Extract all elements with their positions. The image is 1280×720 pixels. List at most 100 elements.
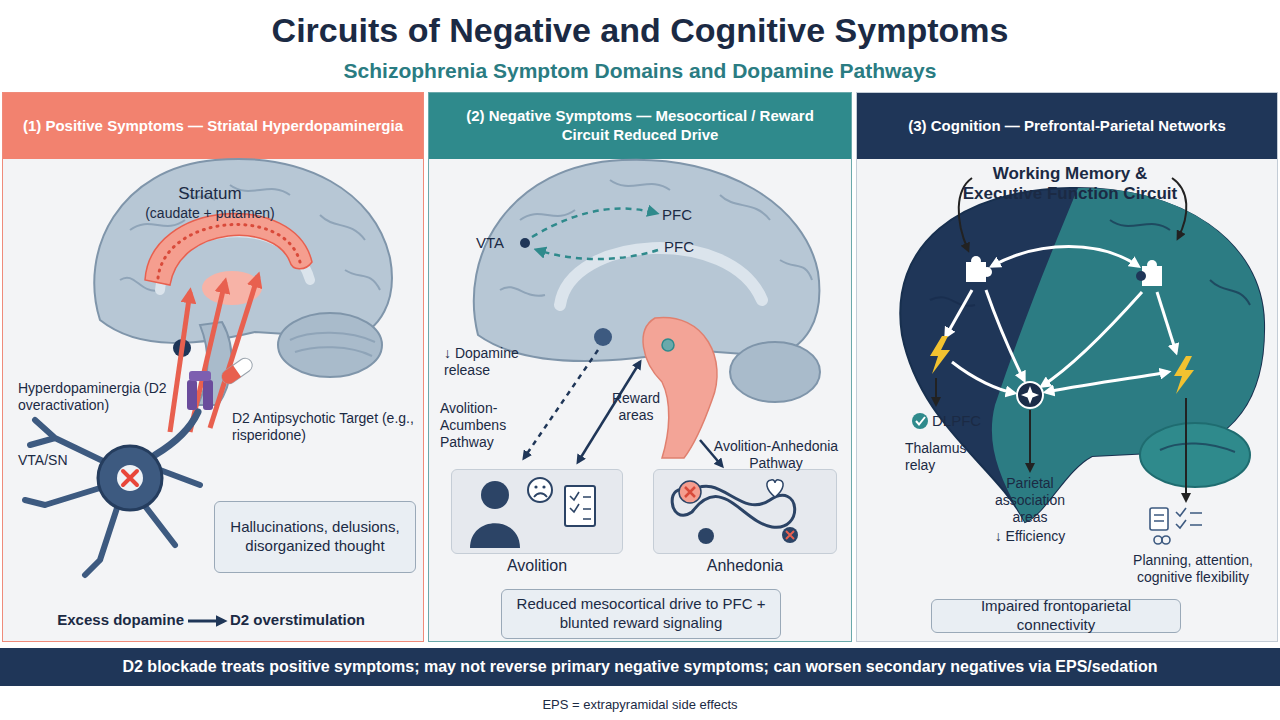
puzzle-piece bbox=[1142, 266, 1162, 286]
checklist-icon bbox=[1154, 536, 1162, 544]
neuron-symbol bbox=[25, 412, 200, 575]
network-arrow bbox=[946, 247, 1176, 394]
brain-sagittal bbox=[730, 342, 820, 402]
brain-sagittal bbox=[120, 185, 380, 291]
brain-network bbox=[1140, 423, 1250, 487]
check-icon bbox=[912, 413, 928, 429]
anhedonia-icon bbox=[782, 527, 798, 543]
checklist-icon bbox=[1150, 508, 1168, 530]
summary-box: Impaired frontoparietal connectivity bbox=[931, 599, 1181, 633]
neuron-symbol bbox=[25, 420, 200, 575]
leader-arrow bbox=[936, 178, 1186, 500]
neuron-symbol bbox=[155, 412, 198, 455]
pathway-arrow bbox=[524, 350, 722, 466]
brain-sagittal bbox=[173, 339, 191, 357]
puzzle-piece bbox=[1147, 260, 1157, 270]
illustration-box: Avolition bbox=[451, 469, 623, 554]
lightning-symbol bbox=[1174, 356, 1194, 394]
network-arrow bbox=[1042, 292, 1142, 386]
hub-node bbox=[1017, 382, 1043, 408]
footer-band: D2 blockade treats positive symptoms; ma… bbox=[0, 648, 1280, 686]
brain-network bbox=[992, 188, 1264, 522]
avolition-icon bbox=[534, 485, 537, 488]
brain-network bbox=[900, 188, 1264, 522]
leader-arrow bbox=[1172, 178, 1186, 238]
brain-sagittal bbox=[94, 159, 392, 343]
brain-sagittal bbox=[662, 339, 674, 351]
network-arrow bbox=[1157, 292, 1176, 352]
check-icon bbox=[916, 417, 925, 425]
brain-sagittal bbox=[145, 214, 312, 285]
lightning-symbol bbox=[930, 336, 1194, 394]
brain-sagittal bbox=[278, 313, 382, 377]
anhedonia-icon bbox=[685, 487, 695, 497]
d2-receptor bbox=[187, 371, 213, 410]
hub-node bbox=[1021, 386, 1039, 404]
brain-sagittal bbox=[202, 271, 262, 305]
anhedonia-icon bbox=[767, 480, 783, 497]
brain-sagittal bbox=[594, 328, 612, 346]
symptom-panel: (2) Negative Symptoms — Mesocortical / R… bbox=[428, 92, 852, 642]
checklist-icon bbox=[1154, 508, 1202, 528]
symptom-panel: (3) Cognition — Prefrontal-Parietal Netw… bbox=[856, 92, 1278, 642]
network-arrow bbox=[952, 362, 1014, 393]
network-arrow bbox=[986, 290, 1024, 380]
brain-sagittal bbox=[290, 333, 375, 356]
box-caption: Avolition bbox=[452, 557, 622, 575]
summary-box: Reduced mesocortical drive to PFC + blun… bbox=[501, 589, 781, 639]
avolition-icon bbox=[534, 493, 547, 497]
avolition-icon bbox=[470, 523, 520, 548]
illustration-box: Anhedonia bbox=[653, 469, 837, 554]
checklist-icon bbox=[1162, 536, 1170, 544]
panel-heading: (1) Positive Symptoms — Striatal Hyperdo… bbox=[3, 93, 423, 159]
brain-sagittal bbox=[158, 224, 300, 278]
d2-receptor bbox=[203, 380, 213, 410]
puzzle-piece bbox=[966, 256, 1162, 286]
antipsychotic-pill bbox=[219, 356, 255, 387]
mesocortical-arrow bbox=[537, 250, 658, 259]
antipsychotic-pill bbox=[219, 356, 255, 387]
network-arrow bbox=[1046, 372, 1168, 392]
brain-sagittal bbox=[560, 248, 762, 305]
box-text: Hallucinations, delusions, disorganized … bbox=[225, 518, 405, 556]
puzzle-piece bbox=[1136, 271, 1146, 281]
box-caption: Anhedonia bbox=[654, 557, 836, 575]
puzzle-piece bbox=[971, 256, 981, 266]
brain-sagittal bbox=[94, 159, 392, 405]
dopamine-arrow bbox=[190, 282, 225, 432]
diagram-title: Circuits of Negative and Cognitive Sympt… bbox=[0, 10, 1280, 51]
check-icon bbox=[912, 413, 928, 429]
brain-sagittal bbox=[500, 180, 812, 296]
dopamine-arrow bbox=[170, 292, 190, 432]
panel-heading: (3) Cognition — Prefrontal-Parietal Netw… bbox=[857, 93, 1277, 159]
symptom-panel: (1) Positive Symptoms — Striatal Hyperdo… bbox=[2, 92, 424, 642]
avolition-icon bbox=[565, 486, 595, 526]
puzzle-piece bbox=[982, 267, 992, 277]
network-arrow bbox=[992, 247, 1138, 267]
hub-node bbox=[1017, 382, 1043, 408]
brain-sagittal bbox=[474, 160, 820, 458]
checklist-icon bbox=[1150, 508, 1202, 544]
avolition-icon bbox=[570, 492, 591, 519]
avolition-icon bbox=[470, 478, 595, 548]
leader-arrow bbox=[959, 178, 972, 250]
mesocortical-arrow bbox=[532, 209, 656, 237]
mesocortical-arrow bbox=[532, 209, 658, 259]
d2-receptor bbox=[187, 380, 197, 410]
anhedonia-icon bbox=[672, 480, 798, 544]
d2-receptor bbox=[189, 371, 211, 381]
leader-arrow bbox=[1185, 398, 1187, 500]
pathway-arrow bbox=[578, 362, 640, 462]
brain-sagittal bbox=[474, 160, 820, 361]
antipsychotic-pill bbox=[219, 365, 241, 386]
avolition-icon bbox=[481, 481, 509, 509]
brain-sagittal bbox=[643, 317, 717, 458]
dopamine-arrow bbox=[170, 276, 258, 432]
anhedonia-icon bbox=[672, 486, 795, 527]
anhedonia-icon bbox=[698, 528, 714, 544]
dopamine-arrow bbox=[210, 276, 258, 428]
avolition-icon bbox=[528, 478, 552, 502]
symptom-box: Hallucinations, delusions, disorganized … bbox=[214, 501, 416, 573]
lightning-symbol bbox=[930, 336, 950, 374]
